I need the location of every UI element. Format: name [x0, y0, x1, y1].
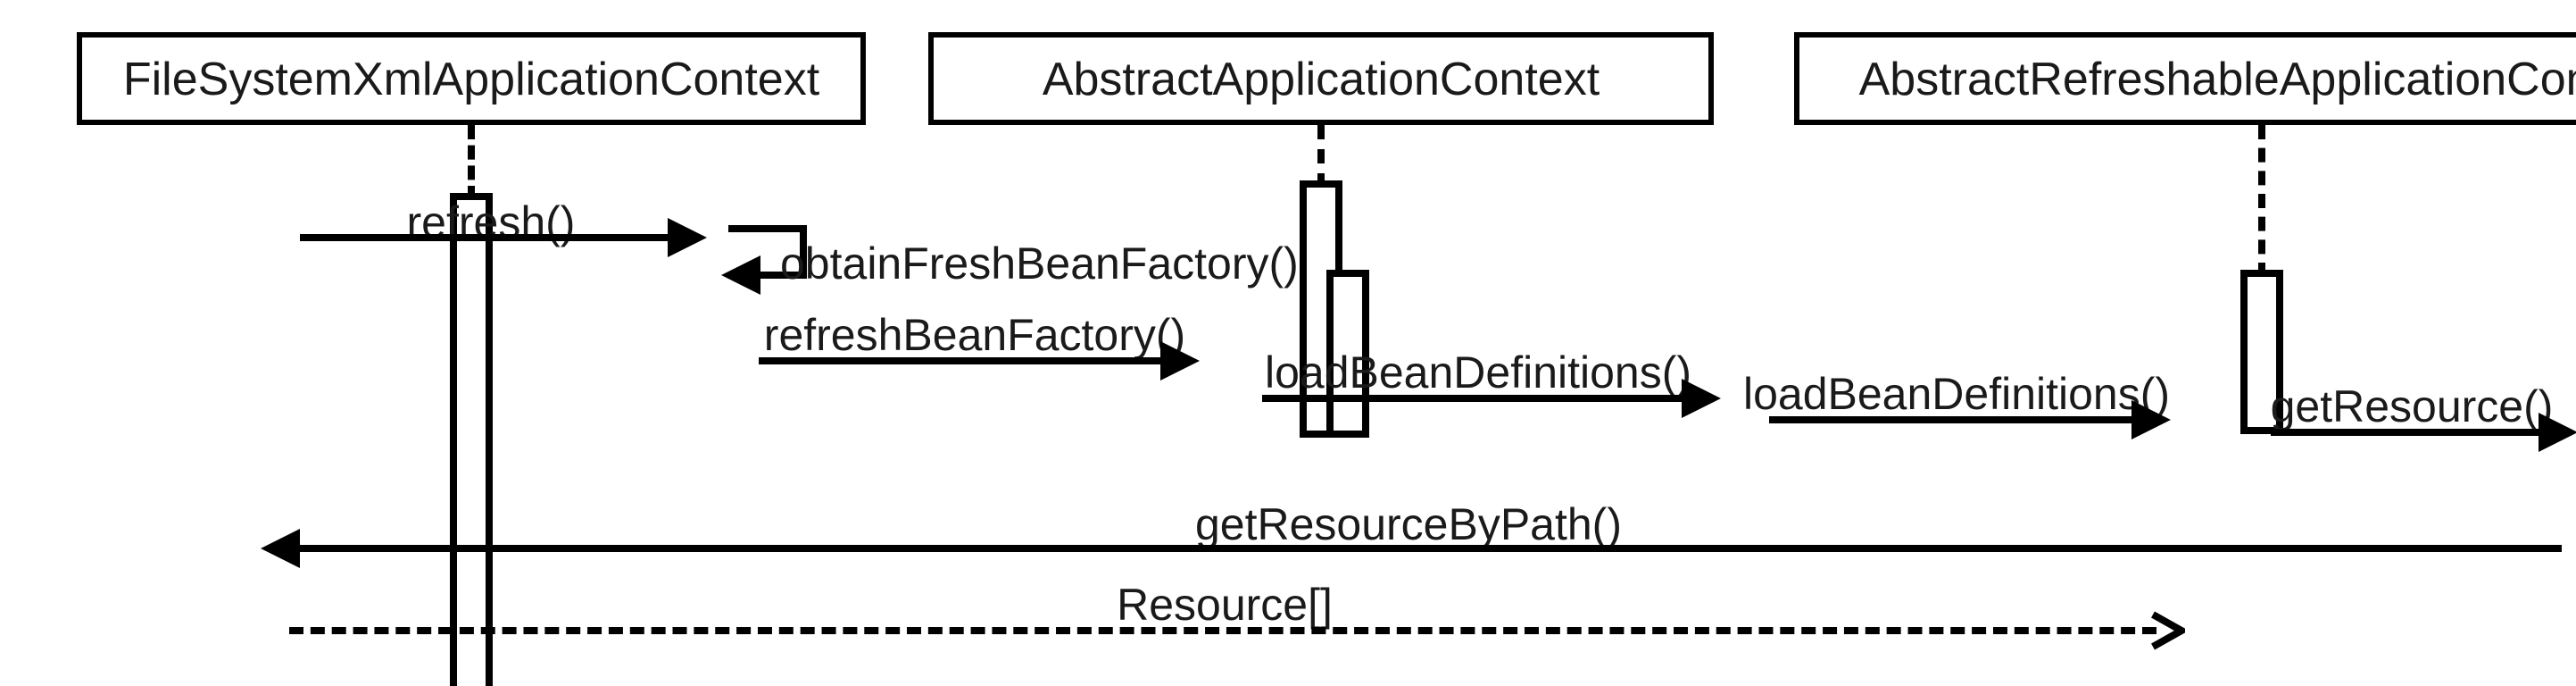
message-arrowhead-resource-array: [2149, 611, 2190, 650]
activation-bar-abstractapplicationcontext-nested: [1326, 270, 1369, 438]
message-arrowhead-refreshbeanfactory: [1160, 341, 1200, 381]
message-label-refreshbeanfactory: refreshBeanFactory(): [763, 311, 1186, 361]
message-line-refreshbeanfactory: [759, 357, 1160, 364]
message-label-getresource: getResource(): [2270, 382, 2554, 432]
message-line-refresh: [300, 234, 668, 241]
selfcall-shape-icon: [728, 225, 807, 279]
message-label-obtainfreshbeanfactory: obtainFreshBeanFactory(): [780, 239, 1299, 289]
participant-box-filesystemxmlapplicationcontext[interactable]: FileSystemXmlApplicationContext: [77, 32, 866, 125]
participant-label: AbstractRefreshableApplicationContext: [1858, 52, 2576, 105]
message-arrowhead-obtainfreshbeanfactory: [721, 255, 760, 295]
message-label-loadbeandefinitions-2: loadBeanDefinitions(): [1742, 370, 2171, 420]
activation-bar-abstractrefreshableapplicationcontext: [2240, 270, 2283, 434]
participant-box-abstractapplicationcontext[interactable]: AbstractApplicationContext: [928, 32, 1714, 125]
message-arrowhead-refresh: [668, 218, 707, 257]
message-arrowhead-loadbeandefinitions-1: [1682, 379, 1721, 418]
message-label-getresourcebypath: getResourceByPath(): [1194, 500, 1623, 550]
lifeline-abstractapplicationcontext: [1317, 125, 1325, 188]
open-arrowhead-icon: [2151, 611, 2190, 650]
message-line-loadbeandefinitions-1: [1262, 395, 1682, 402]
message-line-getresource: [2271, 429, 2539, 436]
selfcall-path-obtainfreshbeanfactory: [725, 222, 810, 282]
message-arrowhead-loadbeandefinitions-2: [2131, 400, 2171, 439]
message-label-resource-array: Resource[]: [1117, 581, 1333, 631]
message-label-loadbeandefinitions-1: loadBeanDefinitions(): [1264, 348, 1692, 398]
lifeline-abstractrefreshableapplicationcontext: [2258, 125, 2265, 277]
message-line-loadbeandefinitions-2: [1769, 416, 2131, 423]
activation-bar-filesystemxmlapplicationcontext: [450, 193, 493, 686]
participant-box-abstractrefreshableapplicationcontext[interactable]: AbstractRefreshableApplicationContext: [1794, 32, 2576, 125]
message-line-getresourcebypath: [300, 545, 2562, 552]
message-arrowhead-getresource: [2539, 413, 2576, 452]
message-arrowhead-getresourcebypath: [261, 529, 300, 568]
participant-label: AbstractApplicationContext: [1042, 52, 1600, 105]
lifeline-filesystemxmlapplicationcontext: [468, 125, 475, 200]
message-line-resource-array: [289, 627, 2156, 634]
participant-label: FileSystemXmlApplicationContext: [122, 52, 820, 105]
